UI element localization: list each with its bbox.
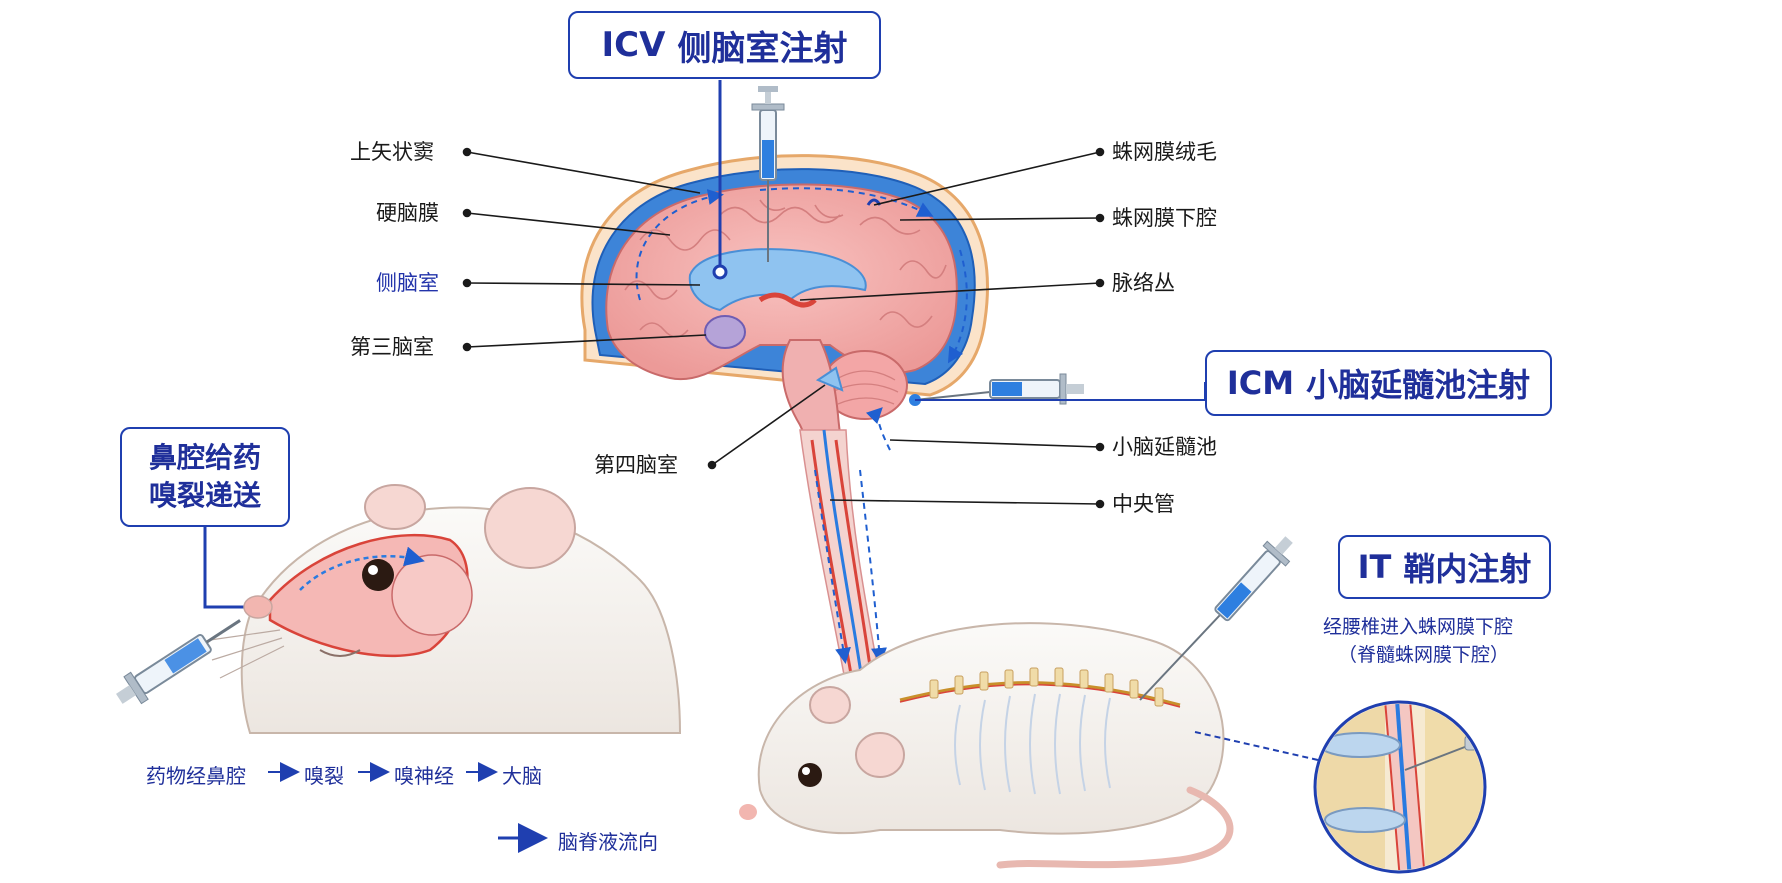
- label-third-ventricle: 第三脑室: [350, 335, 434, 359]
- third-ventricle-shape: [704, 315, 746, 349]
- label-central-canal: 中央管: [1112, 492, 1175, 516]
- central-canal-line: [822, 429, 864, 681]
- icv-code: ICV: [601, 25, 666, 65]
- leader-lines-left: [462, 147, 826, 470]
- label-fourth-ventricle: 第四脑室: [594, 453, 678, 477]
- it-note-line1: 经腰椎进入蛛网膜下腔: [1323, 616, 1514, 638]
- callout-connectors: [203, 80, 1206, 609]
- it-callout: IT 鞘内注射: [1338, 535, 1551, 599]
- icm-syringe: [909, 373, 1084, 406]
- label-cisterna-magna: 小脑延髓池: [1112, 435, 1217, 459]
- brain-illustration: [580, 154, 989, 681]
- icm-callout: ICM 小脑延髓池注射: [1205, 350, 1552, 416]
- spine-zoom-inset: [1194, 700, 1487, 874]
- label-superior-sagittal-sinus: 上矢状窦: [350, 140, 434, 164]
- leader-lines-right: [799, 147, 1105, 509]
- it-code: IT: [1357, 548, 1392, 586]
- intranasal-step-4: 大脑: [502, 764, 542, 788]
- intranasal-line2: 嗅裂递送: [148, 479, 261, 512]
- icv-callout: ICV 侧脑室注射: [568, 11, 881, 79]
- intranasal-callout: 鼻腔给药 嗅裂递送: [120, 427, 290, 527]
- label-subarachnoid-space: 蛛网膜下腔: [1112, 206, 1217, 230]
- label-choroid-plexus: 脉络丛: [1112, 271, 1175, 295]
- intranasal-step-1: 药物经鼻腔: [146, 764, 246, 788]
- gyri: [624, 199, 947, 338]
- icm-code: ICM: [1226, 364, 1295, 402]
- icv-name: 侧脑室注射: [677, 28, 848, 69]
- intranasal-step-3: 嗅神经: [394, 764, 454, 788]
- label-arachnoid-villi: 蛛网膜绒毛: [1112, 140, 1217, 164]
- icm-name: 小脑延髓池注射: [1306, 366, 1531, 404]
- legend-csf-flow: 脑脊液流向: [558, 830, 658, 854]
- icv-syringe: [751, 86, 785, 262]
- intranasal-line1: 鼻腔给药: [148, 441, 261, 475]
- intranasal-step-2: 嗅裂: [304, 764, 344, 788]
- label-dura-mater: 硬脑膜: [376, 201, 439, 225]
- label-lateral-ventricle: 侧脑室: [376, 271, 439, 295]
- it-name: 鞘内注射: [1403, 550, 1532, 588]
- intranasal-syringe: [116, 619, 241, 705]
- intrathecal-rat: [739, 622, 1234, 869]
- it-note-line2: （脊髓蛛网膜下腔）: [1338, 644, 1510, 666]
- choroid-plexus-shape: [758, 292, 817, 308]
- intranasal-rat: [209, 484, 682, 734]
- lateral-ventricle-shape: [688, 248, 867, 312]
- fourth-ventricle-shape: [815, 366, 844, 392]
- it-syringe: [1139, 536, 1293, 701]
